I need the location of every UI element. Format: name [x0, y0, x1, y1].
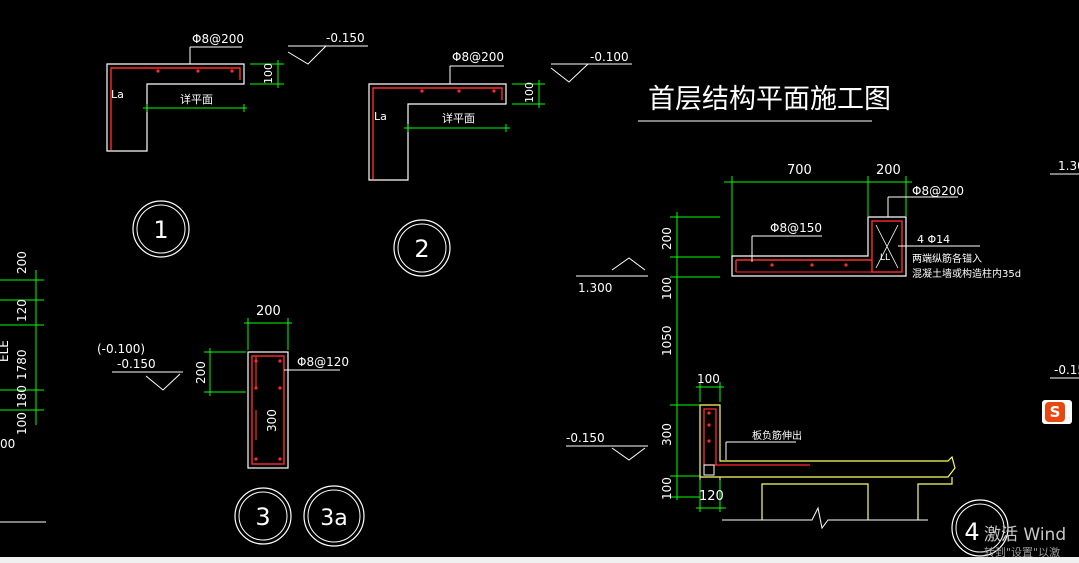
- activation-watermark: 激活 Wind: [984, 525, 1067, 545]
- detail-1: Φ8@200 La 详平面 100 -0.150 1: [106, 31, 368, 258]
- detail3-body-dim: 300: [265, 409, 279, 432]
- detail4-level-upper: 1.300: [578, 281, 612, 295]
- detail2-level: -0.100: [590, 50, 629, 64]
- detail4-dim-200: 200: [876, 163, 901, 178]
- left-dim-200: 200: [15, 251, 29, 274]
- detail1-rebar-label: Φ8@200: [192, 32, 244, 46]
- detail4-vdim-300: 300: [660, 423, 674, 446]
- detail3-level-alt: (-0.100): [97, 342, 145, 356]
- detail-4: 700 200 LL Φ8@200 Φ8@150 4 Φ14 两端纵筋各锚入 混…: [566, 163, 1021, 557]
- detail4-main-bars: 4 Φ14: [917, 233, 950, 246]
- detail4-slab-note: 板负筋伸出: [752, 429, 802, 442]
- detail4-rebar-top: Φ8@200: [912, 184, 964, 198]
- detail1-circle-label: 1: [153, 216, 168, 244]
- status-strip: [0, 557, 1079, 563]
- detail-2: Φ8@200 La 详平面 100 -0.100 2: [368, 50, 632, 277]
- detail4-footing: [761, 477, 953, 520]
- detail3a-circle-label: 3a: [320, 506, 347, 531]
- detail4-vdim-1050: 1050: [660, 325, 674, 356]
- detail3-circle: [234, 487, 292, 545]
- detail4-note-line1: 两端纵筋各锚入: [912, 252, 982, 265]
- detail3-circle-label: 3: [255, 503, 270, 531]
- left-dim-120: 120: [15, 299, 29, 322]
- left-dim-180: 180: [15, 385, 29, 408]
- detail4-dim-120: 120: [699, 489, 724, 504]
- detail3-outline: [247, 351, 289, 469]
- drawing-title: 首层结构平面施工图: [638, 84, 891, 122]
- detail2-dim-100: 100: [523, 82, 536, 103]
- left-partial-label: ELE: [0, 340, 11, 362]
- left-extra: 00: [0, 437, 15, 451]
- left-dim-1780: 1780: [15, 349, 29, 380]
- activation-watermark-sub: 转到"设置"以激: [984, 546, 1061, 559]
- detail4-note-line2: 混凝土墙或构造柱内35d: [912, 267, 1021, 280]
- detail2-circle: [393, 219, 451, 277]
- title-text: 首层结构平面施工图: [648, 84, 891, 115]
- left-dim-100: 100: [15, 412, 29, 435]
- right-edge-fragment: 1.30 -0.15: [1050, 159, 1079, 379]
- detail4-circle: [951, 499, 1009, 557]
- ime-toolbar-icon[interactable]: S: [1042, 400, 1072, 424]
- detail2-note: 详平面: [442, 111, 475, 125]
- detail4-beam-outline: [731, 216, 907, 277]
- detail4-dim-100-top: 100: [697, 372, 720, 386]
- detail1-anchor-label: La: [111, 88, 124, 101]
- detail1-rebar: [110, 67, 241, 150]
- right-level-mid: -0.15: [1054, 363, 1079, 377]
- right-level-top: 1.30: [1058, 159, 1079, 173]
- sogou-icon: S: [1045, 402, 1065, 422]
- detail4-wall-rebar: [703, 408, 717, 466]
- detail2-anchor-label: La: [374, 110, 387, 123]
- detail1-level: -0.150: [326, 31, 365, 45]
- detail3-level: -0.150: [117, 357, 156, 371]
- detail3-rebar: [251, 355, 285, 465]
- detail4-dim-700: 700: [787, 163, 812, 178]
- detail-3: 200 200 300 Φ8@120 (-0.100) -0.150 3 3a: [97, 304, 365, 547]
- detail2-outline: [368, 83, 507, 181]
- detail4-vdim-200: 200: [660, 227, 674, 250]
- detail1-note: 详平面: [180, 92, 213, 106]
- detail2-rebar: [372, 87, 503, 179]
- detail4-wall-outline: [699, 404, 956, 478]
- left-edge-fragment: 200 120 1780 180 100 ELE 00: [0, 251, 46, 523]
- detail4-rebar-slab: Φ8@150: [770, 221, 822, 235]
- detail1-outline: [106, 63, 245, 152]
- detail3-height-dim: 200: [194, 361, 208, 384]
- detail3a-circle: [303, 485, 365, 547]
- detail1-dim-100: 100: [262, 63, 275, 84]
- detail4-circle-label: 4: [964, 518, 979, 546]
- detail3-width-dim: 200: [256, 304, 281, 319]
- detail3-rebar-label: Φ8@120: [297, 355, 349, 369]
- detail2-circle-label: 2: [414, 235, 429, 263]
- detail4-level-lower: -0.150: [566, 431, 605, 445]
- detail4-wall-label: LL: [880, 253, 890, 263]
- detail4-vdim-100: 100: [660, 277, 674, 300]
- detail4-vdim-100-bottom: 100: [660, 477, 674, 500]
- detail1-circle: [132, 200, 190, 258]
- detail2-rebar-label: Φ8@200: [452, 50, 504, 64]
